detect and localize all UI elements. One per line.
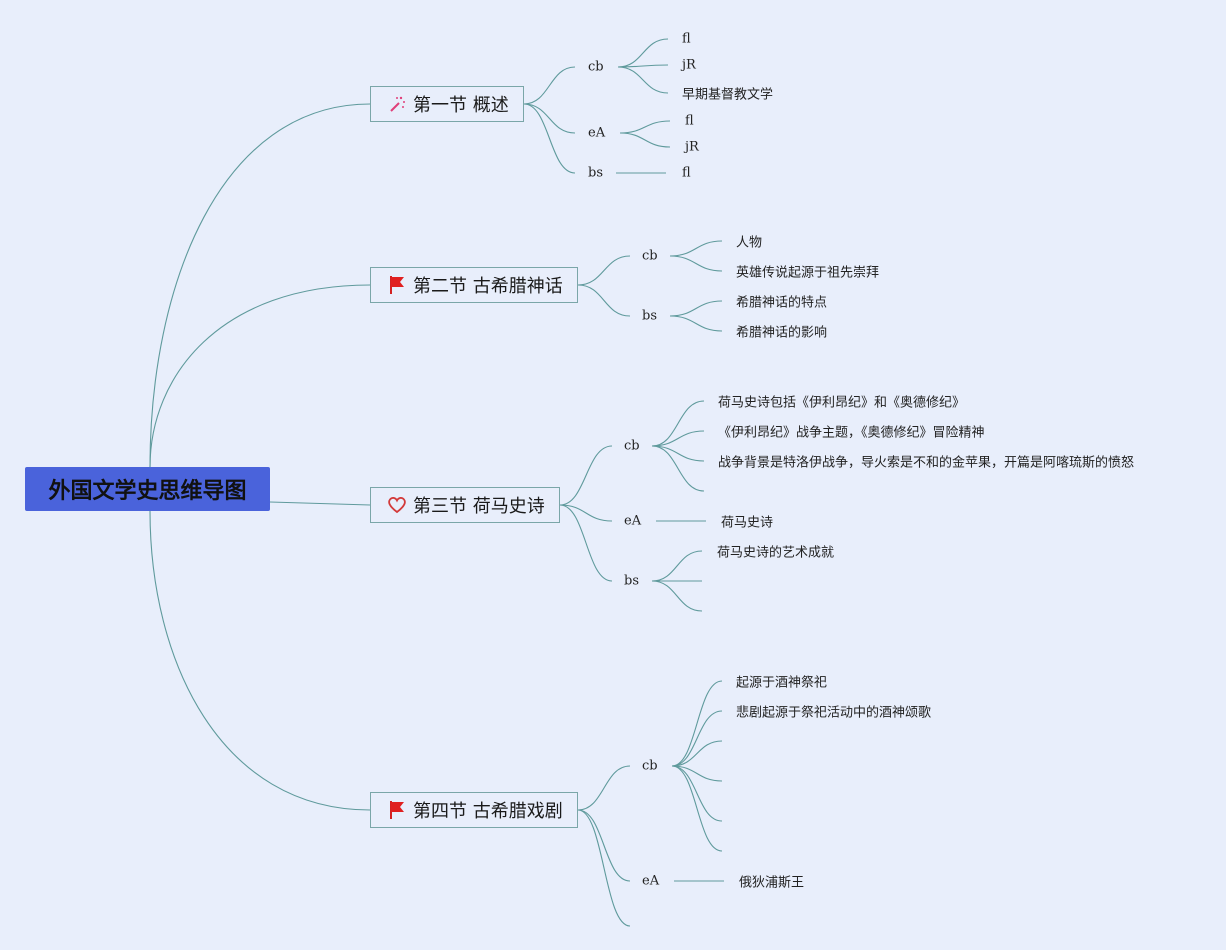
leaf-label[interactable]: 战争背景是特洛伊战争，导火索是不和的金苹果，开篇是阿喀琉斯的愤怒 xyxy=(718,455,1135,471)
leaf-label[interactable]: jR xyxy=(685,139,699,155)
connector-line-5 xyxy=(523,103,576,134)
connector-line-36 xyxy=(671,765,723,782)
group-label[interactable]: cb xyxy=(642,248,658,264)
leaf-label[interactable]: 希腊神话的影响 xyxy=(736,325,828,341)
leaf-label[interactable]: 《伊利昂纪》战争主题，《奥德修纪》冒险精神 xyxy=(718,425,985,441)
leaf-label[interactable]: 人物 xyxy=(736,235,763,251)
connector-line-32 xyxy=(577,809,631,927)
connector-line-31 xyxy=(577,809,631,882)
connector-line-37 xyxy=(671,765,723,822)
heart-icon xyxy=(387,495,407,515)
section-title: 第四节 古希腊戏剧 xyxy=(413,801,563,822)
connector-line-13 xyxy=(577,255,631,286)
connector-line-30 xyxy=(577,765,631,811)
connector-line-33 xyxy=(671,680,723,767)
connector-line-35 xyxy=(671,740,723,767)
group-label[interactable]: eA xyxy=(642,873,660,889)
section-title: 第一节 概述 xyxy=(413,95,509,116)
leaf-label[interactable]: fl xyxy=(682,165,691,181)
connector-line-29 xyxy=(651,580,703,612)
section-title: 第三节 荷马史诗 xyxy=(413,496,545,517)
leaf-label[interactable]: fl xyxy=(685,113,694,129)
connector-line-19 xyxy=(559,445,613,506)
connector-line-25 xyxy=(651,445,705,492)
group-label[interactable]: bs xyxy=(642,308,657,324)
leaf-label[interactable]: 希腊神话的特点 xyxy=(736,295,828,311)
connector-line-0 xyxy=(149,103,371,468)
connector-line-34 xyxy=(671,710,723,767)
group-label[interactable]: eA xyxy=(588,125,606,141)
connector-line-11 xyxy=(619,132,671,148)
connector-line-24 xyxy=(651,445,705,462)
connector-line-14 xyxy=(577,284,631,317)
red-flag-icon xyxy=(387,275,407,295)
group-label[interactable]: cb xyxy=(642,758,658,774)
root-node[interactable]: 外国文学史思维导图 xyxy=(25,467,270,511)
group-label[interactable]: cb xyxy=(624,438,640,454)
connector-line-27 xyxy=(651,550,703,582)
connector-line-10 xyxy=(619,120,671,134)
leaf-label[interactable]: 悲剧起源于祭祀活动中的酒神颂歌 xyxy=(736,705,932,721)
connector-line-3 xyxy=(149,510,371,811)
connector-line-15 xyxy=(669,240,723,257)
connector-line-17 xyxy=(669,300,723,317)
section-node-3[interactable]: 第三节 荷马史诗 xyxy=(370,487,560,523)
group-label[interactable]: bs xyxy=(624,573,639,589)
group-label[interactable]: cb xyxy=(588,59,604,75)
connector-line-9 xyxy=(617,66,669,94)
group-label[interactable]: eA xyxy=(624,513,642,529)
connector-line-23 xyxy=(651,430,705,447)
connector-line-21 xyxy=(559,504,613,582)
leaf-label[interactable]: 俄狄浦斯王 xyxy=(739,875,805,891)
leaf-label[interactable]: 早期基督教文学 xyxy=(682,87,774,103)
connector-line-38 xyxy=(671,765,723,852)
magic-wand-icon xyxy=(387,94,407,114)
section-title: 第二节 古希腊神话 xyxy=(413,276,563,297)
leaf-label[interactable]: 荷马史诗的艺术成就 xyxy=(717,545,835,561)
leaf-label[interactable]: fl xyxy=(682,31,691,47)
root-title: 外国文学史思维导图 xyxy=(48,479,247,504)
connector-line-18 xyxy=(669,315,723,332)
connector-line-22 xyxy=(651,400,705,447)
leaf-label[interactable]: 荷马史诗包括《伊利昂纪》和《奥德修纪》 xyxy=(718,395,966,411)
connector-line-16 xyxy=(669,255,723,272)
connector-line-4 xyxy=(523,66,576,105)
connector-line-1 xyxy=(149,284,371,468)
section-node-4[interactable]: 第四节 古希腊戏剧 xyxy=(370,792,578,828)
leaf-label[interactable]: 荷马史诗 xyxy=(721,515,774,531)
leaf-label[interactable]: 起源于酒神祭祀 xyxy=(736,675,828,691)
leaf-label[interactable]: jR xyxy=(682,57,696,73)
leaf-label[interactable]: 英雄传说起源于祖先崇拜 xyxy=(736,265,880,281)
section-node-2[interactable]: 第二节 古希腊神话 xyxy=(370,267,578,303)
connector-line-6 xyxy=(523,103,576,174)
section-node-1[interactable]: 第一节 概述 xyxy=(370,86,524,122)
group-label[interactable]: bs xyxy=(588,165,603,181)
connector-line-7 xyxy=(617,38,669,68)
connector-line-20 xyxy=(559,504,613,522)
connector-line-2 xyxy=(269,501,371,506)
red-flag-icon xyxy=(387,800,407,820)
